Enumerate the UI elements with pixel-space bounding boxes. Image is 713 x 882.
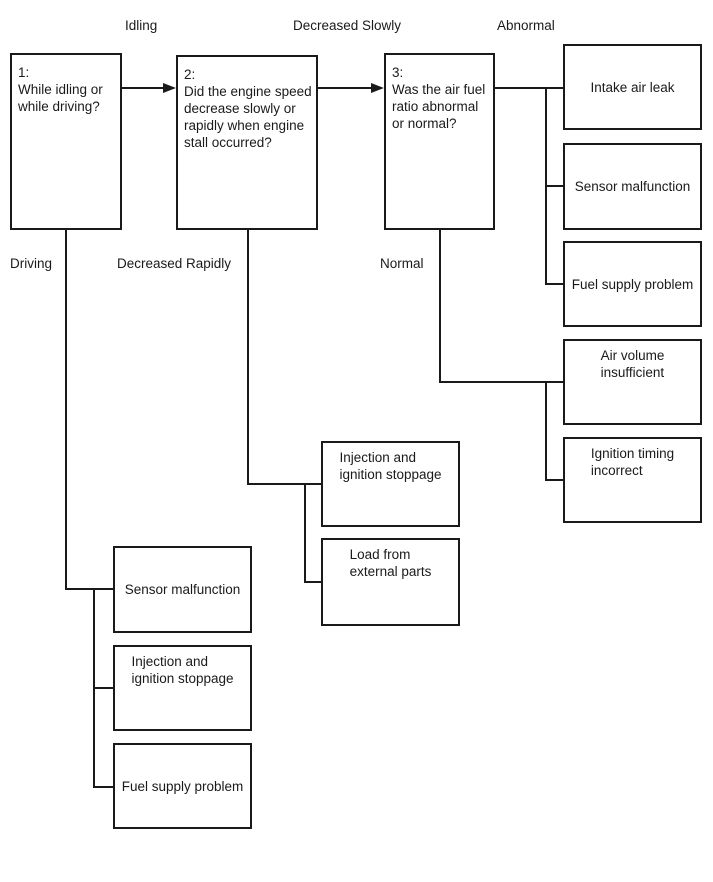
outcome-text: Fuel supply problem (571, 276, 694, 292)
connector-normal-drop (545, 381, 547, 480)
connector-stub-fuel-supply (545, 283, 563, 285)
branch-label-decreased-slowly: Decreased Slowly (293, 18, 402, 33)
outcome-text: Ignition timing incorrect (590, 446, 675, 478)
connector-stub-load-external (304, 581, 321, 583)
connector-rapidly-horizontal (247, 483, 321, 485)
connector-stub-ignition-timing (545, 479, 563, 481)
outcome-box-air-volume-insufficient: Air volume insufficient (563, 339, 702, 425)
connector-rapidly-drop (304, 483, 306, 582)
outcome-text: Sensor malfunction (574, 179, 691, 194)
outcome-box-sensor-malfunction-abnormal: Sensor malfunction (563, 143, 702, 230)
outcome-text: Load from external parts (349, 547, 432, 579)
arrowhead-icon (371, 83, 384, 93)
branch-label-idling: Idling (125, 18, 158, 33)
outcome-text: Air volume insufficient (600, 348, 665, 380)
question-number: 1: (18, 65, 30, 80)
outcome-box-fuel-supply-problem-abnormal: Fuel supply problem (563, 241, 702, 327)
question-box-3: 3: Was the air fuel ratio abnormal or no… (384, 53, 495, 230)
connector-abnormal-horizontal (495, 87, 563, 89)
outcome-text: Sensor malfunction (124, 582, 241, 597)
outcome-box-load-from-external-parts: Load from external parts (321, 538, 460, 626)
connector-q2-to-q3 (318, 87, 372, 89)
question-box-2: 2: Did the engine speed decrease slowly … (176, 55, 318, 230)
connector-normal-vertical (439, 230, 441, 382)
outcome-box-injection-ignition-stoppage-driving: Injection and ignition stoppage (113, 645, 252, 731)
connector-driving-vertical (65, 230, 67, 589)
outcome-box-intake-air-leak: Intake air leak (563, 44, 702, 130)
question-text: While idling or while driving? (18, 82, 103, 114)
branch-label-abnormal: Abnormal (497, 18, 555, 33)
outcome-box-injection-ignition-stoppage-rapid: Injection and ignition stoppage (321, 441, 460, 527)
branch-label-normal: Normal (380, 256, 424, 271)
question-number: 2: (184, 67, 196, 82)
connector-rapidly-vertical (247, 230, 249, 484)
branch-label-driving: Driving (10, 256, 53, 271)
outcome-box-ignition-timing-incorrect: Ignition timing incorrect (563, 437, 702, 523)
connector-stub-sensor-malfunction (545, 185, 563, 187)
outcome-text: Fuel supply problem (121, 778, 244, 794)
outcome-text: Intake air leak (590, 79, 675, 95)
branch-label-decreased-rapidly: Decreased Rapidly (117, 256, 232, 271)
connector-stub-fuel-supply-driving (93, 786, 113, 788)
connector-stub-injection-stoppage (93, 687, 113, 689)
outcome-box-fuel-supply-problem-driving: Fuel supply problem (113, 743, 252, 829)
outcome-text: Injection and ignition stoppage (339, 450, 442, 482)
connector-driving-horizontal (65, 588, 113, 590)
arrowhead-icon (163, 83, 176, 93)
question-text: Did the engine speed decrease slowly or … (184, 84, 312, 150)
outcome-text: Injection and ignition stoppage (131, 654, 234, 686)
question-number: 3: (392, 65, 404, 80)
question-box-1: 1: While idling or while driving? (10, 53, 122, 230)
connector-q1-to-q2 (122, 87, 165, 89)
connector-normal-horizontal (439, 381, 563, 383)
question-text: Was the air fuel ratio abnormal or norma… (392, 82, 486, 131)
outcome-box-sensor-malfunction-driving: Sensor malfunction (113, 546, 252, 633)
